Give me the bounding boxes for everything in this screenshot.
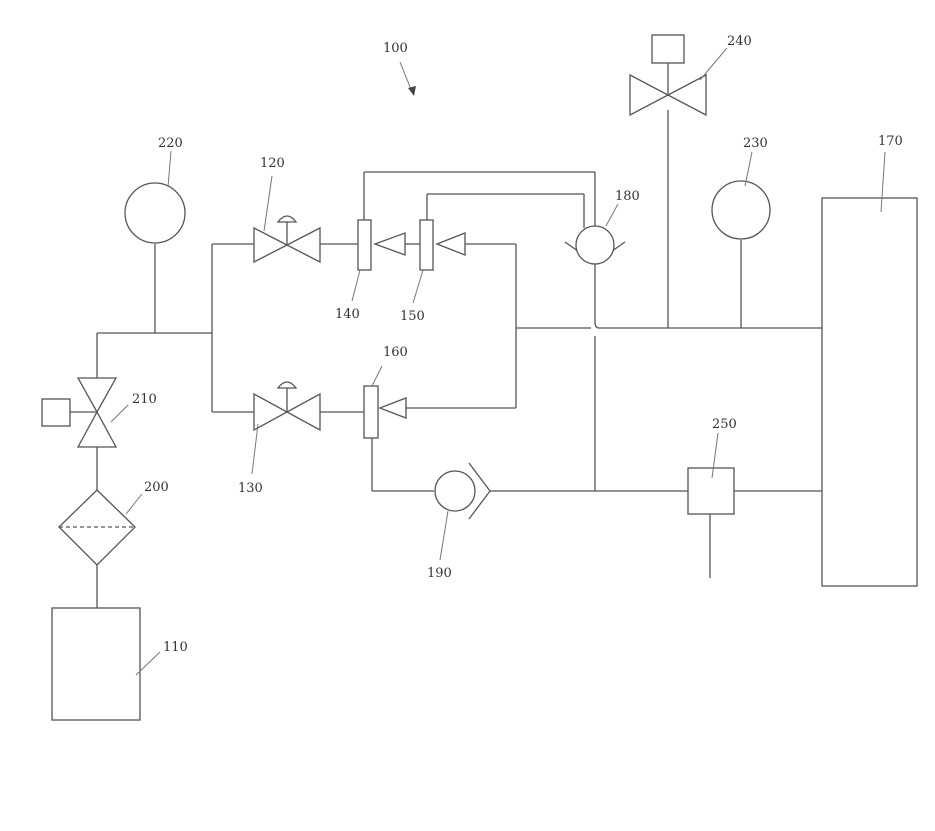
solenoid-valve-240-label: 240 <box>727 34 752 49</box>
pump-190 <box>435 463 490 519</box>
manual-valve-130-label: 130 <box>238 481 263 496</box>
filter-200-label: 200 <box>144 480 169 495</box>
system-pointer-arrow <box>400 62 416 96</box>
tank-110-label: 110 <box>163 640 188 655</box>
pump-190-label: 190 <box>427 566 452 581</box>
fitting-150-label: 150 <box>400 309 425 324</box>
system-100-label: 100 <box>383 41 408 56</box>
vessel-170-label: 170 <box>878 134 903 149</box>
solenoid-valve-210-label: 210 <box>132 392 157 407</box>
pump-180 <box>565 226 625 264</box>
pressure-gauge-220-label: 220 <box>158 136 183 151</box>
solenoid-valve-210 <box>42 378 116 447</box>
pressure-gauge-220 <box>125 183 185 243</box>
sensor-250-label: 250 <box>712 417 737 432</box>
tank-110 <box>52 608 140 720</box>
fitting-140 <box>358 220 420 270</box>
manual-valve-130 <box>254 382 320 430</box>
pipe-network <box>97 110 822 608</box>
pump-180-label: 180 <box>615 189 640 204</box>
vessel-170 <box>822 198 917 586</box>
fitting-160-label: 160 <box>383 345 408 360</box>
manual-valve-120 <box>254 216 320 262</box>
pressure-gauge-230 <box>712 181 770 239</box>
fitting-140-label: 140 <box>335 307 360 322</box>
fitting-150 <box>420 220 465 270</box>
solenoid-valve-240 <box>630 35 706 115</box>
fitting-160 <box>364 386 406 438</box>
pressure-gauge-230-label: 230 <box>743 136 768 151</box>
manual-valve-120-label: 120 <box>260 156 285 171</box>
sensor-250 <box>688 468 734 514</box>
